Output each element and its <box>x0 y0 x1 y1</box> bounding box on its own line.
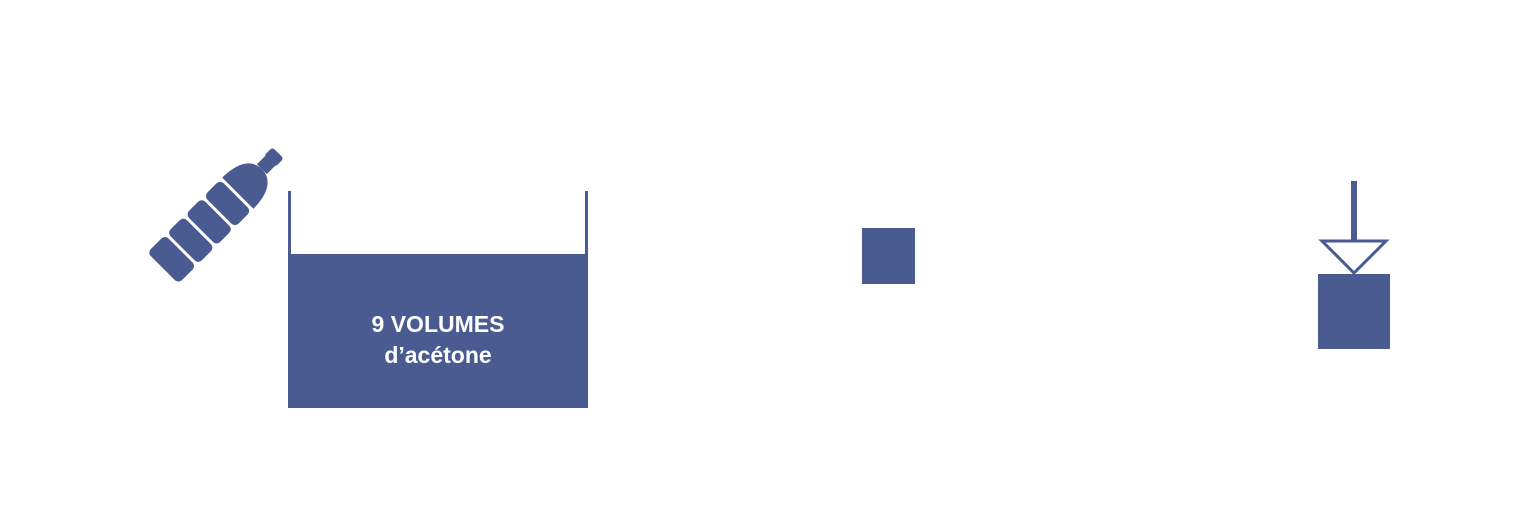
press-triangle <box>1318 239 1390 276</box>
tank-label-line1: 9 VOLUMES <box>371 311 505 337</box>
tank-label: 9 VOLUMES d’acétone <box>288 309 588 371</box>
tank-label-line2: d’acétone <box>384 342 492 368</box>
bottle-segment <box>169 218 213 262</box>
press-block <box>1318 274 1390 349</box>
tank-liquid <box>288 254 588 408</box>
tank-left-wall <box>288 191 291 257</box>
bottle-segment <box>149 236 195 282</box>
bottle-neck <box>256 155 276 175</box>
bottle-icon <box>149 148 283 282</box>
bottle-segment <box>187 200 231 244</box>
bottle-cap <box>265 148 283 166</box>
tank-icon <box>288 191 588 408</box>
bottle-segment <box>205 181 250 226</box>
block-icon <box>862 228 915 284</box>
tank-right-wall <box>585 191 588 257</box>
press-arrow-icon <box>1318 181 1390 349</box>
press-stem <box>1351 181 1357 243</box>
bottle-shoulder <box>222 163 268 209</box>
